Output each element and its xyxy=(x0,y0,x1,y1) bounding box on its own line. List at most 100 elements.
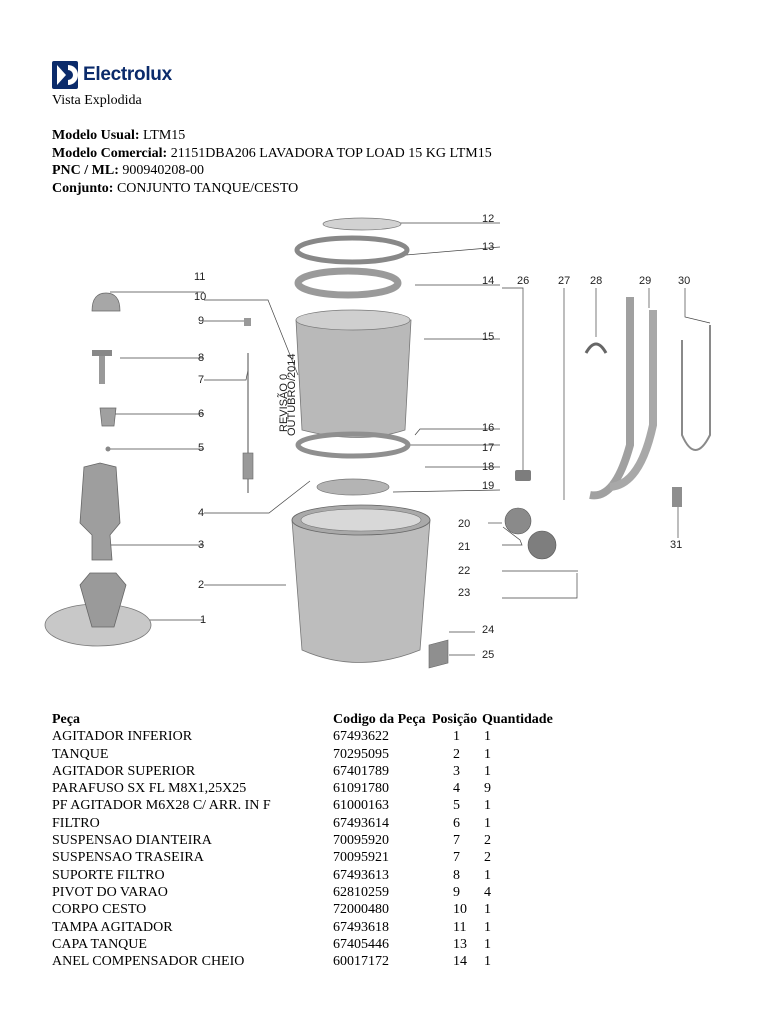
header-quantidade: Quantidade xyxy=(482,712,553,727)
callout-14: 14 xyxy=(482,275,494,287)
part-code: 70095920 xyxy=(333,833,389,849)
part-name: FILTRO xyxy=(52,815,100,831)
part-code: 70295095 xyxy=(333,746,389,762)
part-position: 13 xyxy=(453,936,467,952)
part-code: 61000163 xyxy=(333,798,389,814)
part-position: 7 xyxy=(453,833,460,849)
part-tampa-agitador xyxy=(91,292,121,312)
revision-stamp: REVISÃO 0 OUTUBRO/2014 xyxy=(277,353,298,436)
part-code: 67401789 xyxy=(333,763,389,779)
part-quantity: 2 xyxy=(484,850,491,866)
part-position: 8 xyxy=(453,867,460,883)
part-quantity: 1 xyxy=(484,867,491,883)
part-code: 62810259 xyxy=(333,884,389,900)
part-name: PF AGITADOR M6X28 C/ ARR. IN F xyxy=(52,798,271,814)
callout-16: 16 xyxy=(482,422,494,434)
callout-18: 18 xyxy=(482,461,494,473)
part-name: AGITADOR INFERIOR xyxy=(52,729,193,745)
callout-27: 27 xyxy=(558,275,570,287)
pnc-label: PNC / ML: xyxy=(52,163,119,178)
part-quantity: 1 xyxy=(484,746,491,762)
part-name: AGITADOR SUPERIOR xyxy=(52,763,196,779)
part-quantity: 1 xyxy=(484,815,491,831)
callout-15: 15 xyxy=(482,331,494,343)
part-suporte-filtro xyxy=(92,350,112,384)
conjunto-line: Conjunto: CONJUNTO TANQUE/CESTO xyxy=(52,180,492,198)
part-position: 10 xyxy=(453,902,467,918)
parts-table: Peça Codigo da Peça Posição Quantidade A… xyxy=(52,711,564,970)
callout-22: 22 xyxy=(458,565,470,577)
stamp-line-1: REVISÃO 0 xyxy=(277,374,290,432)
conjunto-label: Conjunto: xyxy=(52,180,114,196)
part-agitador-superior xyxy=(79,462,121,561)
leader-lines xyxy=(82,222,711,656)
part-name: TANQUE xyxy=(52,746,109,762)
callout-19: 19 xyxy=(482,480,494,492)
page-title: Vista Explodida xyxy=(52,93,142,108)
callout-28: 28 xyxy=(590,275,602,287)
part-name: PARAFUSO SX FL M8X1,25X25 xyxy=(52,781,247,797)
part-lower-rings xyxy=(295,431,411,496)
part-code: 60017172 xyxy=(333,954,389,970)
part-name: PIVOT DO VARAO xyxy=(52,884,168,900)
part-code: 67493622 xyxy=(333,729,389,745)
part-position: 9 xyxy=(453,884,460,900)
part-name: CAPA TANQUE xyxy=(52,936,147,952)
part-pivot-varao xyxy=(244,318,251,326)
part-code: 70095921 xyxy=(333,850,389,866)
electrolux-logo-icon xyxy=(52,61,78,89)
callout-1: 1 xyxy=(200,614,206,626)
part-bombas xyxy=(504,507,557,560)
part-code: 67493613 xyxy=(333,867,389,883)
part-rings xyxy=(294,217,410,299)
callout-8: 8 xyxy=(198,352,204,364)
part-position: 7 xyxy=(453,850,460,866)
pnc-value: 900940208-00 xyxy=(122,163,205,178)
callout-25: 25 xyxy=(482,649,494,661)
callout-11: 11 xyxy=(194,271,205,283)
callout-2: 2 xyxy=(198,579,204,591)
model-comercial-label: Modelo Comercial: xyxy=(52,145,168,161)
part-suspensao xyxy=(242,353,254,493)
callout-13: 13 xyxy=(482,241,494,253)
part-position: 4 xyxy=(453,781,460,797)
part-code: 67405446 xyxy=(333,936,389,952)
callout-23: 23 xyxy=(458,587,470,599)
part-quantity: 1 xyxy=(484,763,491,779)
callout-24: 24 xyxy=(482,624,494,636)
callout-6: 6 xyxy=(198,408,204,420)
callout-9: 9 xyxy=(198,315,204,327)
callout-31: 31 xyxy=(670,539,682,551)
callout-3: 3 xyxy=(198,539,204,551)
pnc-line: PNC / ML: 900940208-00 xyxy=(52,162,492,180)
part-30 xyxy=(681,325,711,451)
part-26 xyxy=(515,470,531,481)
part-name: SUSPENSAO DIANTEIRA xyxy=(52,833,212,849)
part-code: 72000480 xyxy=(333,902,389,918)
part-position: 2 xyxy=(453,746,460,762)
part-pf-agitador xyxy=(105,446,111,452)
part-31 xyxy=(672,487,682,507)
part-quantity: 1 xyxy=(484,729,491,745)
part-position: 5 xyxy=(453,798,460,814)
callout-21: 21 xyxy=(458,541,470,553)
part-name: CORPO CESTO xyxy=(52,902,147,918)
callout-17: 17 xyxy=(482,442,494,454)
part-quantity: 4 xyxy=(484,884,491,900)
table-row: PIVOT DO VARAO 62810259 9 4 xyxy=(52,884,564,901)
callout-7: 7 xyxy=(198,374,204,386)
model-usual-value: LTM15 xyxy=(143,128,186,143)
part-quantity: 1 xyxy=(484,919,491,935)
table-row: AGITADOR INFERIOR 67493622 1 1 xyxy=(52,728,564,745)
part-quantity: 1 xyxy=(484,902,491,918)
callout-5: 5 xyxy=(198,442,204,454)
table-row: TANQUE 70295095 2 1 xyxy=(52,746,564,763)
part-quantity: 1 xyxy=(484,936,491,952)
part-position: 1 xyxy=(453,729,460,745)
